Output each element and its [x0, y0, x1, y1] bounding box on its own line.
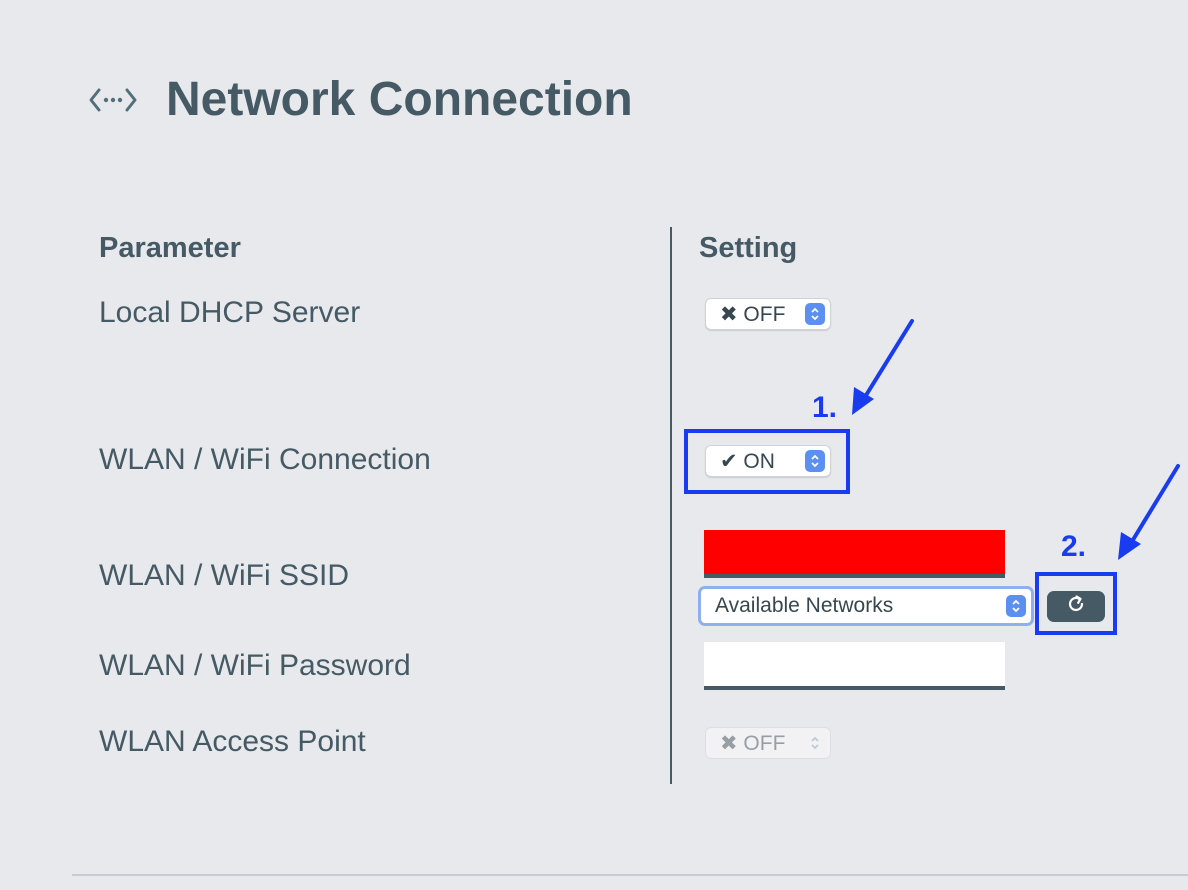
column-divider — [670, 227, 672, 784]
chevron-updown-icon — [1006, 595, 1026, 617]
network-connection-icon — [88, 80, 138, 120]
label-wlan-access-point: WLAN Access Point — [99, 725, 366, 758]
refresh-networks-button[interactable] — [1047, 591, 1105, 622]
chevron-updown-icon — [805, 732, 825, 754]
callout-arrow-step-2-icon — [1118, 464, 1180, 560]
callout-label-step-2: 2. — [1061, 530, 1087, 563]
dhcp-server-value: ✖ OFF — [720, 302, 786, 326]
callout-box-step-2 — [1035, 572, 1117, 635]
available-networks-value: Available Networks — [715, 594, 894, 617]
page-title: Network Connection — [166, 73, 633, 126]
wifi-ssid-input[interactable] — [704, 530, 1005, 578]
callout-box-step-1 — [684, 429, 850, 494]
available-networks-select[interactable]: Available Networks — [698, 586, 1034, 626]
wifi-connection-value: ✔ ON — [720, 449, 775, 473]
label-local-dhcp-server: Local DHCP Server — [99, 296, 361, 329]
column-header-parameter: Parameter — [99, 232, 241, 264]
column-header-setting: Setting — [699, 232, 798, 264]
callout-label-step-1: 1. — [812, 391, 838, 424]
wlan-access-point-value: ✖ OFF — [720, 731, 786, 755]
refresh-icon — [1065, 593, 1087, 620]
footer-divider — [72, 874, 1188, 876]
chevron-updown-icon — [805, 303, 825, 325]
label-wifi-password: WLAN / WiFi Password — [99, 649, 411, 682]
label-wifi-connection: WLAN / WiFi Connection — [99, 443, 431, 476]
wlan-access-point-select: ✖ OFF — [705, 727, 831, 759]
wifi-connection-select[interactable]: ✔ ON — [705, 445, 831, 477]
dhcp-server-select[interactable]: ✖ OFF — [705, 298, 831, 330]
callout-arrow-step-1-icon — [852, 319, 914, 415]
chevron-updown-icon — [805, 450, 825, 472]
wifi-password-input[interactable] — [704, 642, 1005, 690]
label-wifi-ssid: WLAN / WiFi SSID — [99, 559, 350, 592]
